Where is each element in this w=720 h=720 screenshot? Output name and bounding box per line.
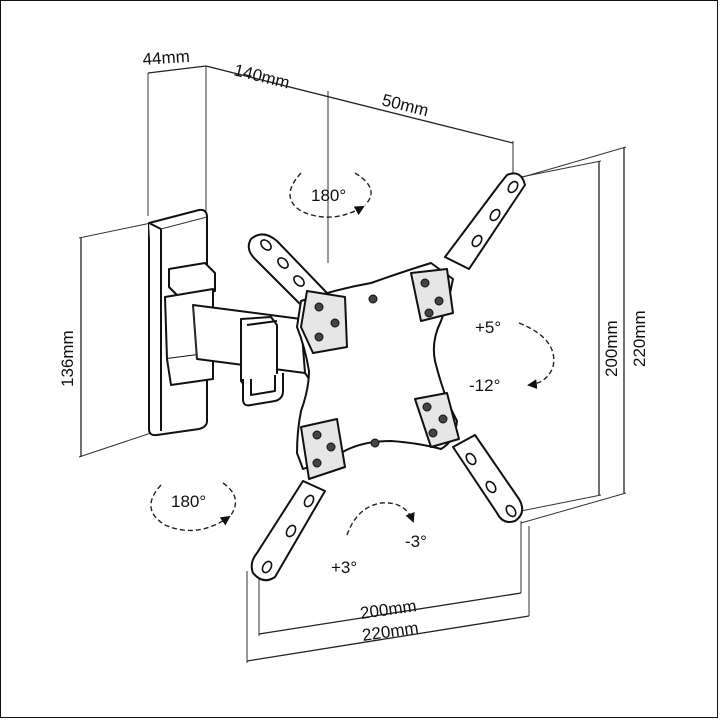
level-minus-label: -3°: [405, 532, 427, 551]
vesa-plate: [247, 172, 526, 582]
swivel-top-label: 180°: [311, 186, 346, 205]
dim-vesa-vertical-outer-label: 220mm: [630, 310, 649, 367]
rotation-arrows: [150, 172, 555, 536]
tilt-down-label: -12°: [469, 376, 500, 395]
dim-arm-length-label: 140mm: [232, 60, 292, 92]
dim-vesa-vertical-inner-label: 200mm: [602, 320, 621, 377]
dimension-lines: [78, 65, 627, 663]
dim-plate-height-label: 136mm: [58, 330, 77, 387]
level-plus-label: +3°: [331, 558, 357, 577]
swivel-bottom-label: 180°: [171, 492, 206, 511]
dim-depth-label: 44mm: [142, 47, 190, 69]
dim-vesa-horizontal-outer-label: 220mm: [361, 618, 420, 645]
tilt-up-label: +5°: [475, 318, 501, 337]
